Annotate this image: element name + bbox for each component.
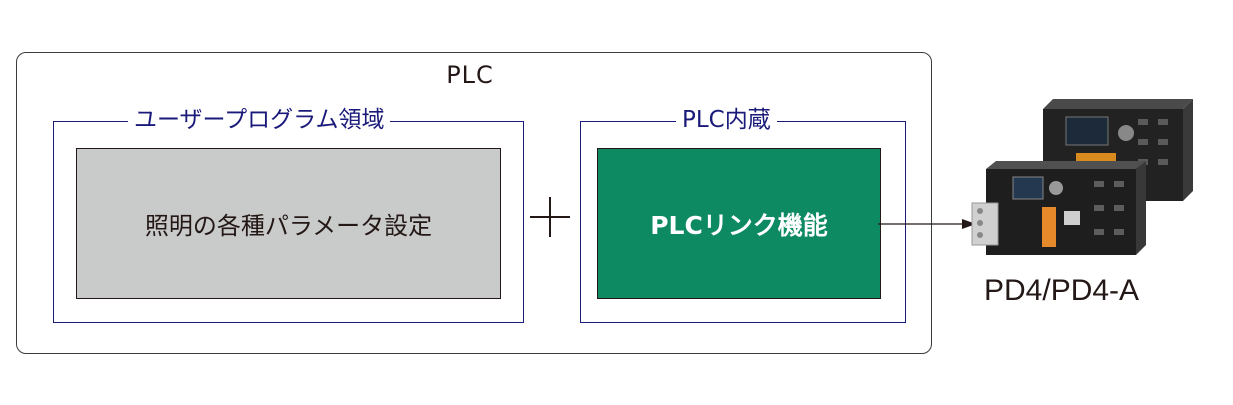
product-name: PD4/PD4-A bbox=[984, 274, 1140, 307]
plc-frame bbox=[16, 52, 932, 354]
user-program-label: ユーザープログラム領域 bbox=[128, 106, 391, 134]
plus-icon bbox=[530, 197, 570, 237]
plc-link-function-text: PLCリンク機能 bbox=[650, 210, 828, 240]
controller-device-image bbox=[971, 99, 1193, 255]
plc-link-function-box: PLCリンク機能 bbox=[597, 148, 881, 299]
connection-arrow bbox=[878, 219, 976, 229]
plc-builtin-label: PLC内蔵 bbox=[676, 106, 777, 134]
lighting-parameter-box: 照明の各種パラメータ設定 bbox=[76, 148, 501, 299]
lighting-parameter-text: 照明の各種パラメータ設定 bbox=[144, 212, 433, 240]
plc-title: PLC bbox=[446, 61, 494, 89]
